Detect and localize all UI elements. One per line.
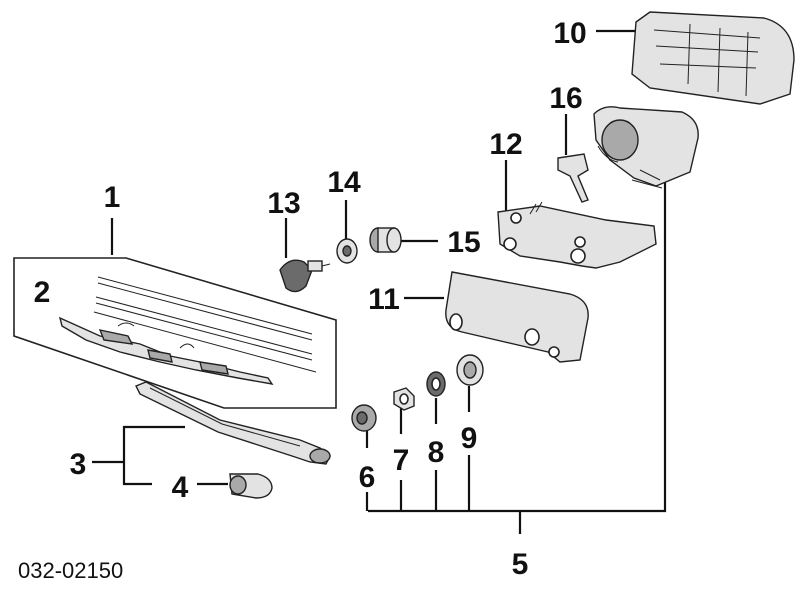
callout-2: 2: [34, 276, 51, 309]
callout-labels: 1 2 3 4 5 6 7 8 9 10 11 12 13 14 15 16: [34, 17, 587, 581]
motor-bracket: [497, 201, 657, 269]
callout-11: 11: [368, 283, 400, 316]
motor-unit: [557, 106, 699, 203]
motor-cover: [445, 271, 589, 363]
callout-14: 14: [327, 166, 361, 199]
callout-9: 9: [461, 422, 478, 455]
callout-12: 12: [489, 128, 522, 161]
callout-16: 16: [549, 82, 582, 115]
nut-6: [351, 404, 377, 432]
callout-1: 1: [104, 181, 121, 214]
bushing: [369, 227, 402, 253]
callout-15: 15: [447, 226, 480, 259]
wiper-arm-cap: [229, 473, 273, 499]
wiper-blade-assembly: [13, 257, 337, 409]
callout-7: 7: [393, 444, 410, 477]
callout-6: 6: [359, 461, 376, 494]
callout-13: 13: [267, 187, 300, 220]
callout-4: 4: [172, 471, 189, 504]
callout-3: 3: [70, 448, 87, 481]
callout-8: 8: [428, 436, 445, 469]
spring-washer-8: [426, 371, 446, 397]
wiper-arm: [135, 381, 331, 465]
grommet-9: [456, 354, 484, 386]
callout-5: 5: [512, 548, 529, 581]
diagram-part-code: 032-02150: [18, 558, 123, 583]
washer: [336, 238, 358, 264]
callout-10: 10: [553, 17, 586, 50]
nut-7: [393, 387, 415, 411]
outer-cover: [631, 11, 795, 105]
knob-part: [279, 259, 331, 293]
